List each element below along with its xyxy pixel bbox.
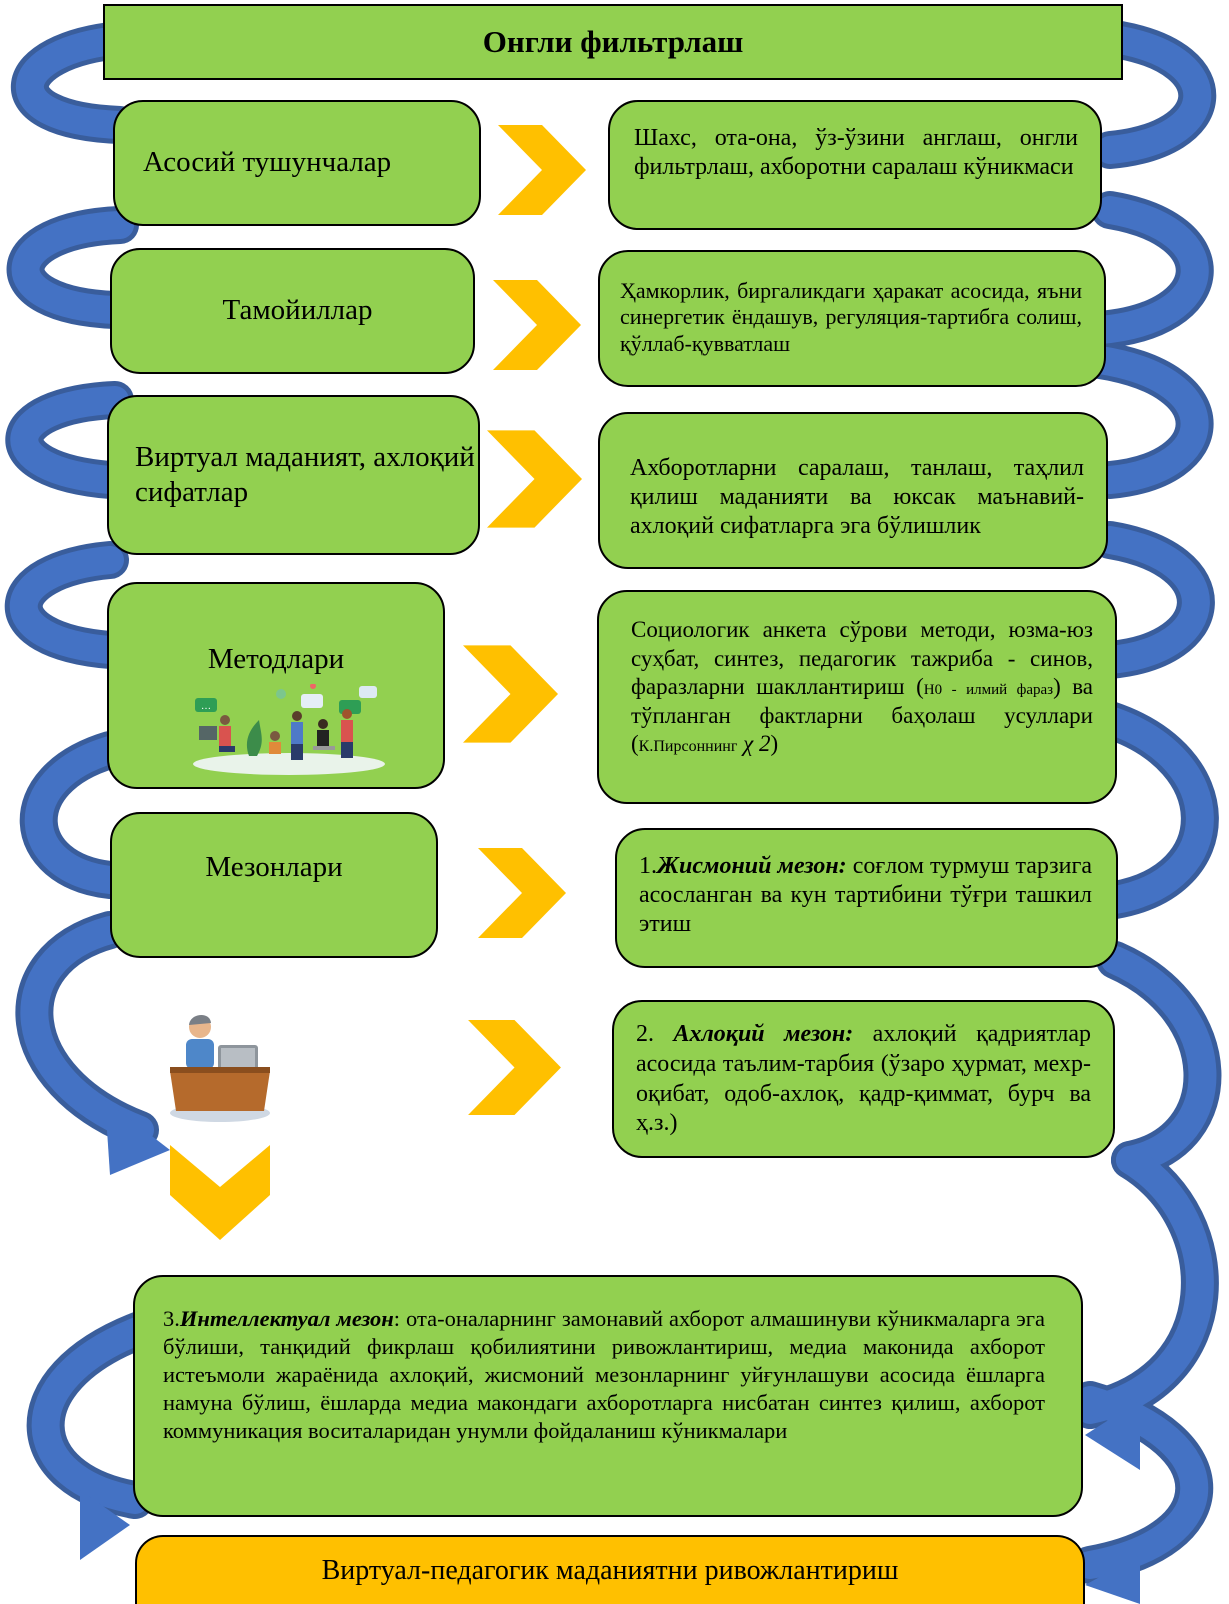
result-box: Виртуал-педагогик маданиятни ривожлантир…	[135, 1535, 1085, 1604]
criterion-description: ахлоқий қадриятлар асосида таълим-тарбия…	[636, 1021, 1092, 1137]
row-description: Ҳамкорлик, биргаликдаги ҳаракат асосида,…	[620, 278, 1082, 356]
row-label: Тамойиллар	[222, 294, 373, 327]
criterion-text: 3.Интеллектуал мезон: ота-оналарнинг зам…	[163, 1305, 1045, 1444]
teamwork-illustration: …	[193, 684, 385, 775]
row-label: Методлари	[207, 643, 345, 675]
methods-text: Социологик анкета сўрови методи, юзма-юз…	[631, 617, 1093, 700]
row-label: Асосий тушунчалар	[143, 146, 392, 179]
criterion-number: 3.	[163, 1306, 180, 1331]
methods-text-end: )	[770, 731, 779, 757]
concept-box-virtual-culture: Виртуал маданият, ахлоқий сифатлар	[107, 395, 480, 555]
row-label: Виртуал маданият, ахлоқий сифатлар	[135, 440, 475, 508]
criterion-number: 2.	[636, 1021, 674, 1047]
chevron-right-icon	[478, 848, 566, 938]
chevron-right-icon	[498, 125, 586, 215]
row-description: Шахс, ота-она, ўз-ўзини англаш, онгли фи…	[634, 125, 1078, 180]
result-text: Виртуал-педагогик маданиятни ривожлантир…	[321, 1554, 899, 1586]
criterion-name: Ахлоқий мезон:	[673, 1021, 854, 1047]
criterion-description: соғлом турмуш тарзига асосланган ва кун …	[639, 853, 1092, 937]
row-description: Ахборотларни саралаш, танлаш, таҳлил қил…	[630, 455, 1084, 539]
criterion-text: 2. Ахлоқий мезон: ахлоқий қадриятлар асо…	[636, 1020, 1091, 1139]
criteria-box-intellectual: 3.Интеллектуал мезон: ота-оналарнинг зам…	[133, 1275, 1083, 1517]
criterion-text: 1.Жисмоний мезон: соғлом турмуш тарзига …	[639, 852, 1092, 938]
concept-box-basic-concepts: Асосий тушунчалар	[113, 100, 481, 226]
person-at-computer-illustration	[170, 1014, 270, 1122]
row-description: Социологик анкета сўрови методи, юзма-юз…	[631, 616, 1093, 759]
hypothesis-note: H0 - илмий фараз	[923, 682, 1054, 699]
chi-square-symbol: χ 2	[743, 731, 771, 757]
criterion-name: Интеллектуал мезон	[179, 1306, 394, 1331]
criterion-name: Жисмоний мезон:	[657, 853, 847, 879]
concept-box-methods: Методлари …	[107, 582, 445, 789]
description-box-principles: Ҳамкорлик, биргаликдаги ҳаракат асосида,…	[598, 250, 1106, 387]
row-label: Мезонлари	[205, 851, 343, 883]
description-box-basic-concepts: Шахс, ота-она, ўз-ўзини англаш, онгли фи…	[608, 100, 1102, 230]
concept-box-principles: Тамойиллар	[110, 248, 475, 374]
criterion-description: : ота-оналарнинг замонавий ахборот алмаш…	[163, 1306, 1045, 1443]
pearson-label: К.Пирсоннинг	[638, 738, 738, 756]
chevron-right-icon	[463, 645, 558, 743]
diagram-title: Онгли фильтрлаш	[103, 4, 1123, 80]
title-text: Онгли фильтрлаш	[482, 24, 744, 59]
svg-text:…: …	[201, 701, 211, 712]
description-box-methods: Социологик анкета сўрови методи, юзма-юз…	[597, 590, 1117, 804]
methods-text-mid: ) ва тўпланган фактларни баҳолаш усуллар…	[631, 674, 1093, 757]
concept-box-criteria: Мезонлари	[110, 812, 438, 958]
chevron-down-icon	[170, 1145, 270, 1240]
criterion-number: 1.	[639, 853, 657, 879]
chevron-right-icon	[493, 280, 581, 370]
criteria-box-moral: 2. Ахлоқий мезон: ахлоқий қадриятлар асо…	[612, 1000, 1115, 1158]
criteria-box-physical: 1.Жисмоний мезон: соғлом турмуш тарзига …	[615, 828, 1118, 968]
description-box-virtual-culture: Ахборотларни саралаш, танлаш, таҳлил қил…	[598, 412, 1108, 569]
chevron-right-icon	[468, 1020, 561, 1115]
chevron-right-icon	[487, 430, 582, 528]
